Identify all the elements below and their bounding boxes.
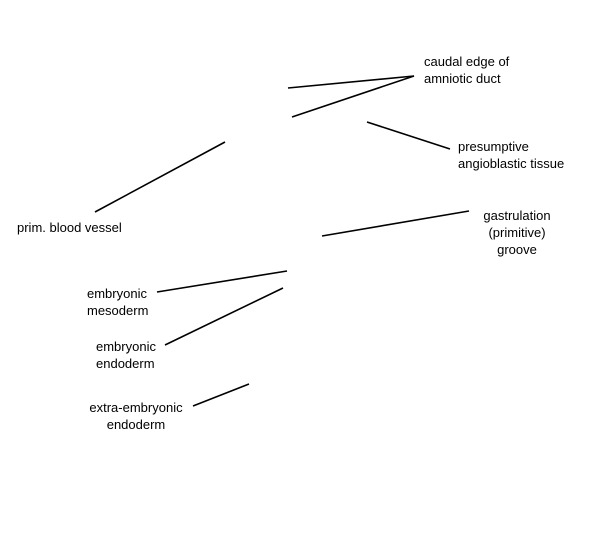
label-line: amniotic duct	[424, 71, 501, 86]
label-embryonic-endoderm: embryonic endoderm	[96, 338, 156, 372]
label-prim-blood-vessel: prim. blood vessel	[17, 219, 122, 236]
label-gastrulation-primitive-groove: gastrulation (primitive) groove	[472, 207, 562, 258]
label-line: endoderm	[96, 356, 155, 371]
label-line: angioblastic tissue	[458, 156, 565, 171]
label-extra-embryonic-endoderm: extra-embryonic endoderm	[80, 399, 192, 433]
label-line: (primitive)	[488, 225, 546, 240]
leader-line-caudal-edge-upper	[287, 75, 415, 89]
label-line: groove	[497, 242, 537, 257]
label-line: presumptive	[458, 139, 529, 154]
leader-line-gastrulation	[321, 210, 470, 237]
leader-line-extra-embryonic-endoderm	[192, 383, 250, 407]
label-embryonic-mesoderm: embryonic mesoderm	[87, 285, 148, 319]
label-line: endoderm	[106, 417, 166, 432]
leader-line-embryonic-mesoderm	[156, 270, 288, 293]
leader-line-caudal-edge-lower	[291, 75, 415, 118]
label-line: mesoderm	[87, 303, 149, 318]
leader-line-embryonic-endoderm	[164, 287, 284, 346]
label-line: extra-embryonic	[89, 400, 183, 415]
leader-line-prim-blood-vessel	[94, 141, 226, 213]
label-line: embryonic	[96, 339, 156, 354]
label-line: prim. blood vessel	[17, 220, 122, 235]
label-line: gastrulation	[483, 208, 551, 223]
label-presumptive-angioblastic-tissue: presumptive angioblastic tissue	[458, 138, 564, 172]
label-line: embryonic	[87, 286, 147, 301]
label-line: caudal edge of	[424, 54, 510, 69]
label-caudal-edge-of-amniotic-duct: caudal edge of amniotic duct	[424, 53, 509, 87]
leader-line-presumptive	[366, 121, 451, 150]
